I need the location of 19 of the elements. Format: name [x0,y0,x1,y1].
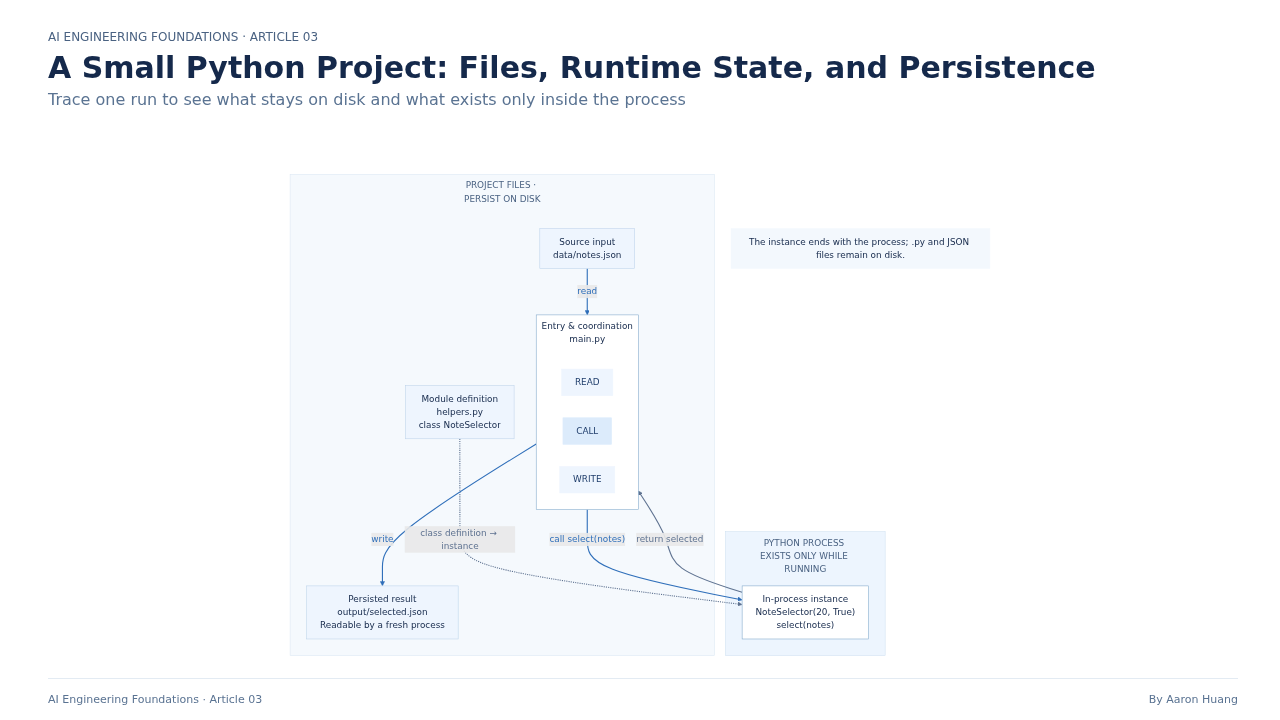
edge-label: write [371,533,394,545]
arrow [638,490,743,593]
kicker-text: AI ENGINEERING FOUNDATIONS · ARTICLE 03 [48,30,320,44]
arrow [459,438,743,607]
edge-label: call select(notes) [549,533,626,545]
subtitle: Trace one run to see what stays on disk and what exists only inside the process [48,90,687,109]
edge-label: read [577,286,598,297]
arrow [586,509,743,602]
edge-label: return selected [636,533,704,545]
arrow [380,443,537,587]
author-credit: By Aaron Huang [1148,693,1238,706]
node-box: CALL [562,417,612,445]
edge-label: class definition → instance [420,527,497,552]
node-box: In-process instance NoteSelector(20, True) select(notes) [741,585,869,640]
node-box: Module definition helpers.py class NoteSelector [405,385,515,440]
node-box: Persisted result output/selected.json Readable by a fresh process [306,585,459,640]
node-box: Source input data/notes.json [539,228,635,269]
title: A Small Python Project: Files, Runtime State, and Persistence [48,50,1097,86]
footer-text: AI Engineering Foundations · Article 03 [48,693,263,706]
